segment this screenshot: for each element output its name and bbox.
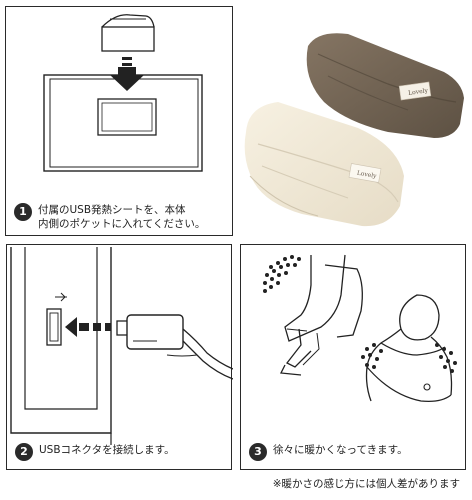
step-2-caption: 2 USBコネクタを接続します。 [15, 443, 175, 461]
step-3-caption: 3 徐々に暖かくなってきます。 [249, 443, 408, 461]
step-1-panel: 1 付属のUSB発熱シートを、本体 内側のポケットに入れてください。 [5, 6, 233, 236]
step-2-panel: 2 USBコネクタを接続します。 [6, 244, 233, 470]
heat-dots-shoulder-icon [361, 343, 457, 373]
step-3-number: 3 [249, 443, 267, 461]
pouch-insert-illustration [43, 14, 203, 172]
cream-tag-label: Lovely [356, 170, 377, 180]
warming-illustration [263, 254, 457, 402]
heat-dots-lap-icon [263, 255, 301, 293]
brown-tag-label: Lovely [408, 87, 429, 97]
step-3-panel: 3 徐々に暖かくなってきます。 [240, 244, 466, 470]
blanket-photo: Lovely Lovely [238, 6, 470, 236]
blanket-photo-image: Lovely Lovely [244, 33, 464, 227]
usb-connect-illustration [10, 247, 233, 445]
step-1-caption: 1 付属のUSB発熱シートを、本体 内側のポケットに入れてください。 [14, 203, 205, 231]
step-3-text: 徐々に暖かくなってきます。 [273, 444, 408, 456]
step-1-text: 付属のUSB発熱シートを、本体 内側のポケットに入れてください。 [38, 204, 206, 230]
warmth-disclaimer-note: ※暖かさの感じ方には個人差があります [272, 478, 460, 490]
step-2-text: USBコネクタを接続します。 [39, 444, 175, 456]
step-1-number: 1 [14, 203, 32, 221]
step-2-number: 2 [15, 443, 33, 461]
